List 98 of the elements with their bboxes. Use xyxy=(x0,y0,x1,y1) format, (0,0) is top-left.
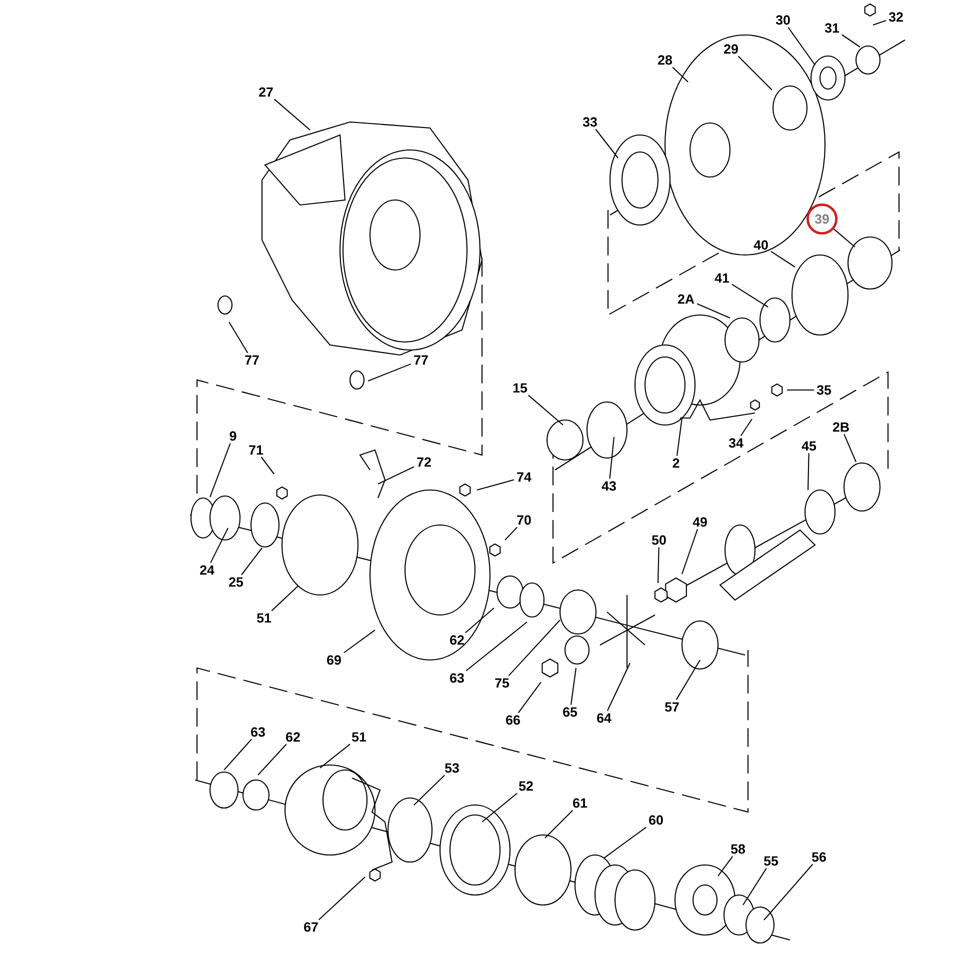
callout-number: 57 xyxy=(665,702,679,712)
callout-number: 2A xyxy=(678,294,694,304)
leader-line xyxy=(504,526,518,540)
leader-line xyxy=(224,738,252,770)
leader-line xyxy=(466,622,528,672)
leader-line xyxy=(508,620,560,676)
callout-number: 33 xyxy=(582,117,597,127)
leader-line xyxy=(682,529,698,574)
leader-line xyxy=(604,826,646,858)
callout-number: 58 xyxy=(731,844,745,854)
leader-line xyxy=(210,443,231,498)
callout-number: 67 xyxy=(304,922,318,932)
leader-line xyxy=(544,810,574,838)
leader-line xyxy=(274,98,310,130)
leader-line xyxy=(764,864,814,920)
callout-number: 69 xyxy=(327,655,341,665)
callout-number: 63 xyxy=(251,727,265,737)
callout-number: 62 xyxy=(450,635,464,645)
callout-number: 41 xyxy=(714,273,730,283)
leader-line xyxy=(378,466,414,484)
callout-number: 56 xyxy=(812,852,826,862)
leader-line xyxy=(476,479,514,491)
leader-line xyxy=(718,856,734,876)
leader-line xyxy=(738,56,772,90)
callout-number: 66 xyxy=(506,715,520,725)
callout-number: 63 xyxy=(450,673,464,683)
callout-number: 40 xyxy=(754,240,768,250)
callout-number: 62 xyxy=(286,732,300,742)
callout-number: 71 xyxy=(249,445,264,455)
leader-line xyxy=(787,389,814,391)
callout-number: 60 xyxy=(649,815,663,825)
callout-number: 2B xyxy=(832,422,849,432)
leader-line xyxy=(872,20,886,26)
leader-line xyxy=(368,363,412,382)
callout-number: 51 xyxy=(257,613,272,623)
callout-number: 34 xyxy=(728,438,744,448)
leader-line xyxy=(740,418,752,436)
callout-number: 27 xyxy=(259,87,273,97)
leader-line xyxy=(241,548,262,576)
callout-number: 43 xyxy=(602,481,616,491)
callout-number: 15 xyxy=(513,383,528,393)
callout-number: 53 xyxy=(445,763,459,773)
callout-number: 25 xyxy=(229,577,244,587)
leader-line xyxy=(318,876,366,920)
callout-number: 61 xyxy=(573,798,588,808)
leader-line xyxy=(676,660,700,700)
leader-line xyxy=(834,228,856,248)
callout-number: 75 xyxy=(495,678,510,688)
leader-line xyxy=(570,668,577,705)
leader-line xyxy=(676,418,683,456)
leader-line xyxy=(482,792,518,822)
leader-line xyxy=(657,547,660,584)
leader-line xyxy=(742,868,767,906)
leader-line xyxy=(672,66,688,82)
callout-number: 39 xyxy=(806,203,838,235)
callout-number: 30 xyxy=(776,15,790,25)
leader-line xyxy=(465,608,494,634)
leader-line xyxy=(807,453,810,490)
leader-line xyxy=(271,586,298,612)
callout-number: 29 xyxy=(724,44,738,54)
callout-number: 51 xyxy=(352,732,366,742)
leader-line xyxy=(528,394,564,426)
callout-number: 24 xyxy=(200,565,214,575)
callout-number: 52 xyxy=(519,781,533,791)
leader-line xyxy=(732,284,768,308)
leader-line xyxy=(518,682,542,714)
callout-number: 32 xyxy=(888,12,903,22)
leader-line xyxy=(609,436,615,479)
callout-number: 28 xyxy=(658,55,672,65)
callout-number: 77 xyxy=(245,355,259,365)
callout-number: 35 xyxy=(816,385,832,395)
leader-line xyxy=(414,774,445,806)
callout-number: 64 xyxy=(597,713,612,723)
leader-line xyxy=(844,434,856,462)
leader-line xyxy=(770,250,796,268)
callout-number: 31 xyxy=(824,23,840,33)
leader-line xyxy=(842,34,860,48)
callout-number: 72 xyxy=(417,457,431,467)
callout-number: 65 xyxy=(563,707,578,717)
leader-line xyxy=(258,744,287,776)
callout-number: 50 xyxy=(652,535,666,545)
leader-line xyxy=(344,630,376,654)
callout-number: 74 xyxy=(517,472,532,482)
callout-number: 45 xyxy=(802,441,816,451)
leader-line xyxy=(320,744,350,768)
callout-number: 2 xyxy=(672,458,680,468)
leader-line xyxy=(606,662,630,711)
callout-number: 49 xyxy=(692,517,707,527)
leader-line xyxy=(696,303,730,318)
callout-number: 9 xyxy=(230,431,236,441)
leader-line xyxy=(260,456,274,474)
leader-line xyxy=(228,322,248,354)
callout-number: 70 xyxy=(517,515,531,525)
callout-number: 55 xyxy=(764,856,778,866)
leader-line xyxy=(210,528,228,564)
leader-line xyxy=(595,128,618,158)
leader-line xyxy=(788,26,816,66)
callout-number: 77 xyxy=(414,355,428,365)
